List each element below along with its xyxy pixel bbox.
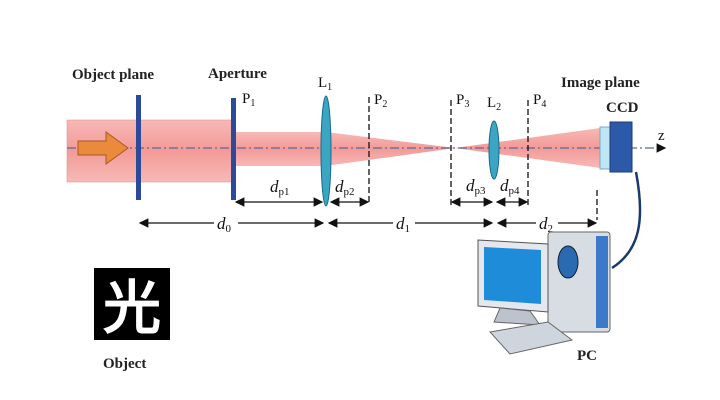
distance-arrows xyxy=(138,197,598,228)
p2-label: P2 xyxy=(374,92,387,110)
pc-label: PC xyxy=(577,348,597,364)
ccd-sensor xyxy=(599,126,611,170)
dp4-label: dp4 xyxy=(500,176,520,197)
ccd-cable xyxy=(611,171,642,270)
ccd-label: CCD xyxy=(606,100,639,116)
d-labels-bg xyxy=(214,214,558,232)
dp1-label: dp1 xyxy=(270,177,290,198)
aperture-label: Aperture xyxy=(208,66,267,82)
dp3-label: dp3 xyxy=(466,176,486,197)
d0-label: d0 xyxy=(217,214,232,235)
object-image xyxy=(94,268,170,340)
pc-computer-icon xyxy=(477,231,611,355)
light-beam xyxy=(66,119,600,183)
object-label: Object xyxy=(103,356,146,372)
d1-label: d1 xyxy=(396,214,410,235)
p4-label: P4 xyxy=(533,92,546,110)
p3-label: P3 xyxy=(456,92,469,110)
lens-l1 xyxy=(320,95,332,207)
d2-label: d2 xyxy=(539,214,553,235)
l2-label: L2 xyxy=(487,95,501,113)
ccd-camera xyxy=(609,121,633,173)
planes-dashed xyxy=(368,97,598,220)
p1-label: P1 xyxy=(242,91,255,109)
dp2-label: dp2 xyxy=(335,177,355,198)
object-plane-label: Object plane xyxy=(72,67,154,83)
z-axis-label: z xyxy=(658,128,665,144)
lens-l2 xyxy=(488,120,500,180)
object-plane xyxy=(136,95,141,200)
aperture xyxy=(231,98,236,200)
l1-label: L1 xyxy=(318,75,332,93)
input-arrow-icon xyxy=(77,131,129,165)
image-plane-label: Image plane xyxy=(561,75,640,91)
object-character: 光 xyxy=(103,274,161,342)
